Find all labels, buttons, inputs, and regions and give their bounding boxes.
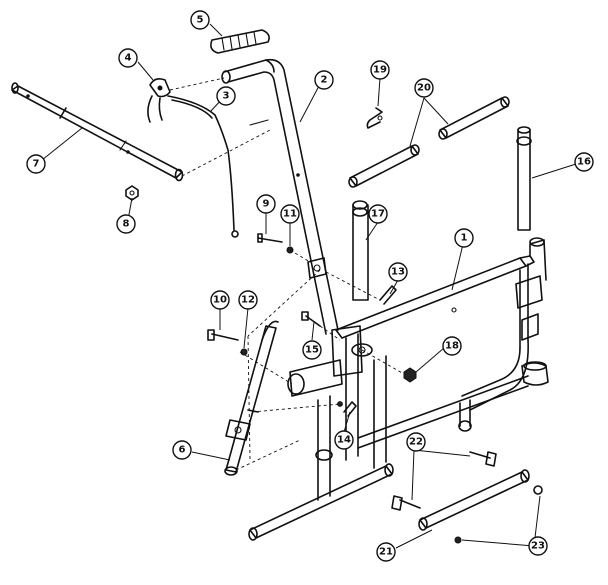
callout-17-label: 17 [371,209,385,220]
bolt-15 [301,311,321,327]
callout-21-label: 21 [379,547,393,558]
callout-15-label: 15 [305,345,319,356]
stabilizer-tube-21 [418,469,530,531]
leader-lines [41,23,577,549]
callout-9-label: 9 [263,199,270,210]
vertical-tube-17 [352,200,369,301]
base-frame [248,355,394,541]
callout-2-label: 2 [321,75,328,86]
tube-20-short [348,144,420,188]
callout-14: 14 [334,430,354,450]
callout-4-label: 4 [125,53,132,64]
callout-1-label: 1 [461,233,468,244]
callout-12-label: 12 [241,295,255,306]
callout-11: 11 [280,204,300,224]
nut-18 [403,367,417,383]
main-upright-tube [221,58,339,335]
callout-20: 20 [414,78,434,98]
callout-13-label: 13 [391,267,405,278]
callout-23: 23 [528,536,548,556]
callout-10-label: 10 [213,295,227,306]
callout-19-label: 19 [373,65,387,76]
callout-16-label: 16 [577,157,591,168]
callout-14-label: 14 [337,435,351,446]
bolt-22-upper [469,451,497,467]
callout-3-label: 3 [223,91,230,102]
callout-1: 1 [454,228,474,248]
brake-cable [167,95,239,238]
callout-3: 3 [216,86,236,106]
callout-16: 16 [574,152,594,172]
callout-5-label: 5 [197,15,204,26]
callout-12: 12 [238,290,258,310]
clip-14 [337,401,357,417]
callout-22-label: 22 [409,437,423,448]
callout-17: 17 [368,204,388,224]
bolt-10 [207,329,239,341]
bolt-9 [257,233,283,243]
nut-12 [240,348,248,356]
bolt-22-lower [391,495,421,511]
nut-23-upper [533,485,543,495]
callout-18-label: 18 [445,341,459,352]
callout-9: 9 [256,194,276,214]
callout-21: 21 [376,542,396,562]
upright-bracket [307,257,327,279]
callout-8-label: 8 [123,219,130,230]
callout-22: 22 [406,432,426,452]
callout-11-label: 11 [283,209,297,220]
callout-5: 5 [190,10,210,30]
assembly-lines [169,77,405,471]
nut-23-lower [454,536,462,544]
gas-spring-cylinder [224,320,279,476]
callout-6-label: 6 [179,445,186,456]
insert-tube-16 [516,126,532,231]
nut-8 [125,185,139,201]
callout-7-label: 7 [33,159,40,170]
callout-2: 2 [314,70,334,90]
callout-8: 8 [116,214,136,234]
callout-6: 6 [172,440,192,460]
callout-20-label: 20 [417,83,431,94]
pivot-bracket [287,325,373,397]
callout-7: 7 [26,154,46,174]
callout-4: 4 [118,48,138,68]
callout-23-label: 23 [531,541,545,552]
handle-bar-tube [11,82,184,182]
tube-20-long [438,96,510,140]
callout-18: 18 [442,336,462,356]
callout-19: 19 [370,60,390,80]
callout-13: 13 [388,262,408,282]
callout-10: 10 [210,290,230,310]
callout-15: 15 [302,340,322,360]
brake-lever [147,78,171,123]
hand-grip [210,29,270,54]
pin-19 [366,107,383,129]
